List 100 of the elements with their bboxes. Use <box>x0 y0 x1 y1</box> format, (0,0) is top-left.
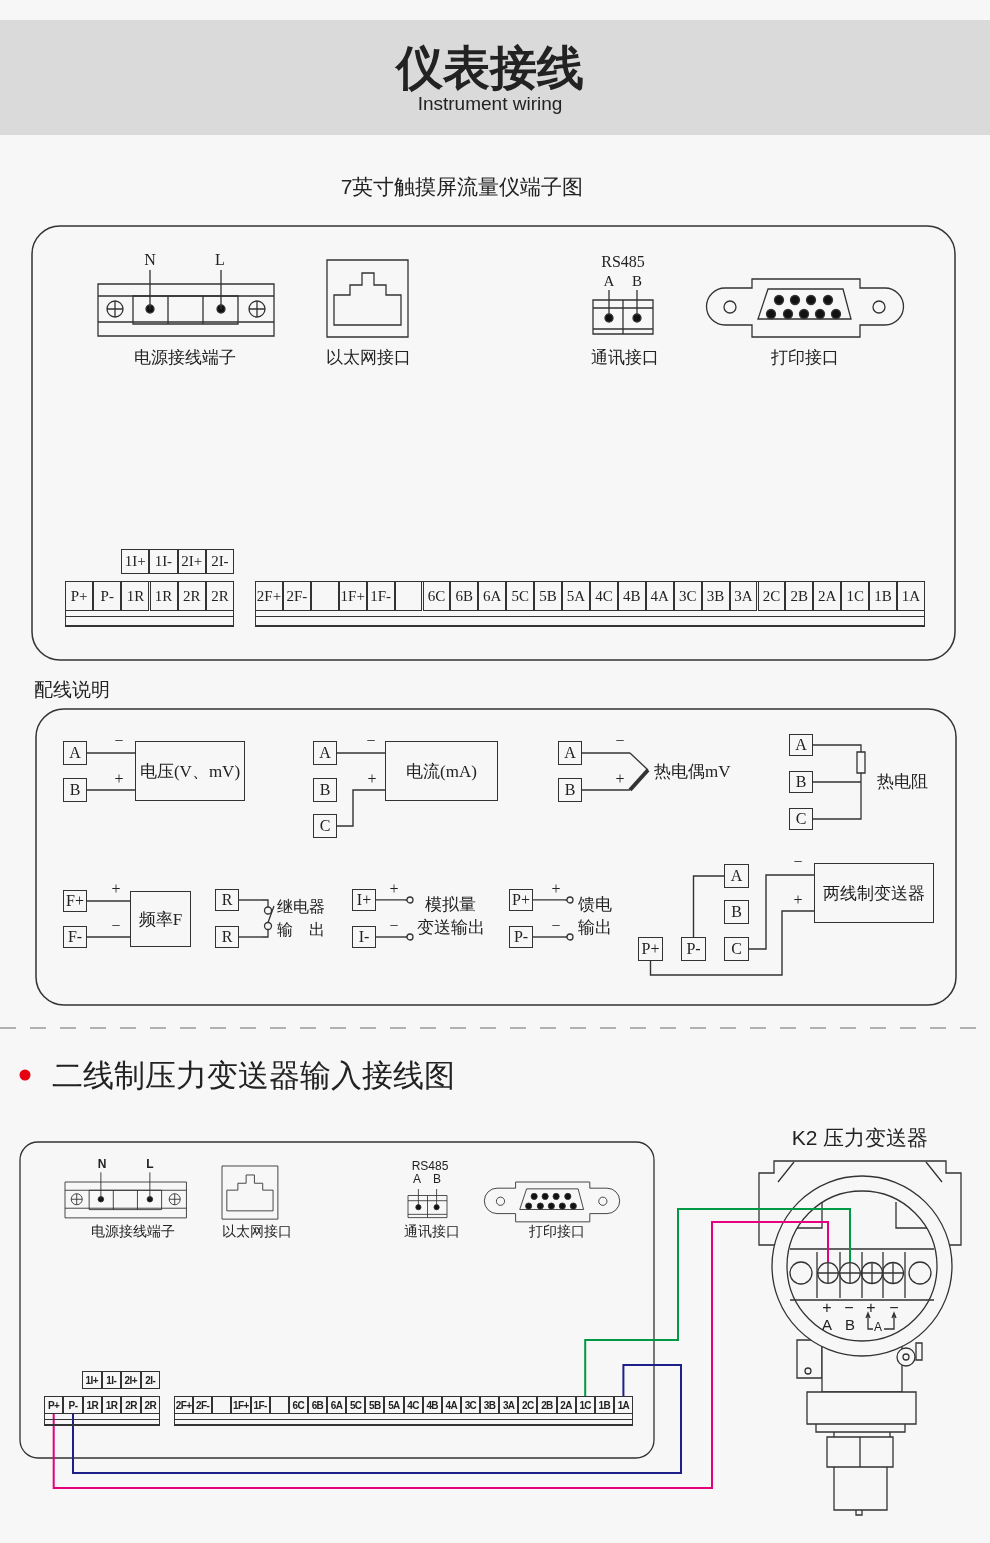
wire <box>812 818 856 820</box>
terminal-label: 1F- <box>366 581 395 611</box>
terminal-label: 4C <box>590 581 618 611</box>
text-label: 二线制压力变送器输入接线图 <box>52 1058 455 1094</box>
terminal-label: 1F+ <box>338 581 367 611</box>
terminal-label: 2I+ <box>121 1371 141 1389</box>
terminal-label: P- <box>93 581 122 611</box>
terminal-box: B <box>313 778 337 802</box>
text-label: B <box>433 1173 441 1187</box>
text-label: − <box>844 1299 854 1317</box>
terminal-box: C <box>724 937 749 961</box>
terminal-label: 6C <box>288 1396 308 1414</box>
text-label: A <box>874 1321 882 1335</box>
terminal-label: 4B <box>617 581 646 611</box>
terminal-box: B <box>789 771 813 793</box>
text-label: + <box>866 1299 876 1317</box>
wire <box>375 899 406 901</box>
device-box: 频率F <box>130 891 191 947</box>
text-label: 以太网接口 <box>222 1224 292 1240</box>
wire <box>584 1208 851 1397</box>
terminal-label: 1B <box>869 581 898 611</box>
wire <box>375 936 406 938</box>
terminal-box: A <box>724 864 749 888</box>
blank-terminal <box>269 1396 289 1414</box>
terminal-label: 3A <box>729 581 758 611</box>
terminal-label: 4A <box>441 1396 461 1414</box>
text-label: + <box>822 1299 832 1317</box>
terminal-box: P- <box>681 937 706 961</box>
terminal-label: 2F- <box>282 581 311 611</box>
terminal-box: R <box>215 926 239 948</box>
text-label: 7英寸触摸屏流量仪端子图 <box>340 175 584 199</box>
terminal-label: 3C <box>673 581 702 611</box>
terminal-label: 3C <box>460 1396 480 1414</box>
terminal-box: F- <box>63 926 87 948</box>
text-label: RS485 <box>411 1160 449 1174</box>
terminal-box: B <box>63 778 87 802</box>
wire <box>812 744 856 746</box>
wire <box>532 936 566 938</box>
text-label: 打印接口 <box>529 1224 585 1240</box>
text-label: L <box>215 251 225 269</box>
wire <box>581 752 631 754</box>
wire <box>86 789 136 791</box>
wire <box>532 899 566 901</box>
terminal-label: 3B <box>480 1396 500 1414</box>
terminal-label: 2R <box>140 1396 160 1414</box>
text-label: RS485 <box>601 253 645 271</box>
terminal-box: I- <box>352 926 376 948</box>
text-label: L <box>146 1158 154 1172</box>
terminal-box: A <box>63 741 87 765</box>
text-label: 电源接线端子 <box>91 1224 175 1240</box>
terminal-label: 5B <box>365 1396 385 1414</box>
terminal-label: 6B <box>450 581 479 611</box>
terminal-label: 2R <box>177 581 206 611</box>
terminal-label: 5A <box>562 581 590 611</box>
terminal-label: 5B <box>534 581 563 611</box>
text-label: 通讯接口 <box>404 1224 460 1240</box>
wire <box>72 1364 682 1474</box>
terminal-label: 3A <box>499 1396 519 1414</box>
wire <box>86 936 131 938</box>
text-label: 打印接口 <box>771 348 839 368</box>
terminal-box: F+ <box>63 890 87 912</box>
terminal-label: 1A <box>897 581 925 611</box>
terminal-box: A <box>789 734 813 756</box>
terminal-label: 3B <box>701 581 730 611</box>
text-label: B <box>845 1316 855 1334</box>
device-box: 电流(mA) <box>385 741 498 801</box>
terminal-label: P+ <box>44 1396 64 1414</box>
terminal-label: 2I+ <box>177 549 206 574</box>
terminal-label: 2C <box>518 1396 538 1414</box>
terminal-box: B <box>558 778 582 802</box>
wire <box>812 781 856 783</box>
wire <box>336 752 386 754</box>
terminal-label: 4C <box>403 1396 423 1414</box>
terminal-label: 1B <box>594 1396 614 1414</box>
terminal-label: 1R <box>82 1396 102 1414</box>
terminal-label: 4B <box>422 1396 442 1414</box>
terminal-box: R <box>215 889 239 911</box>
terminal-label: 1C <box>841 581 870 611</box>
terminal-box: A <box>313 741 337 765</box>
wire <box>238 899 263 901</box>
text-label: 电源接线端子 <box>134 348 236 368</box>
terminal-label: 2B <box>785 581 814 611</box>
terminal-label: 1C <box>575 1396 595 1414</box>
wire <box>336 789 386 827</box>
terminal-screw <box>817 1262 839 1284</box>
text-label: 配线说明 <box>34 679 110 701</box>
text-label: Instrument wiring <box>417 93 563 115</box>
terminal-label: 2R <box>121 1396 141 1414</box>
title: 仪表接线 <box>396 42 584 94</box>
terminal-box: A <box>558 741 582 765</box>
terminal-label: 1R <box>149 581 178 611</box>
text-label: 通讯接口 <box>591 348 659 368</box>
terminal-label: 2F+ <box>255 581 283 611</box>
text-label: A <box>603 272 615 290</box>
terminal-label: 2R <box>205 581 234 611</box>
text-label: N <box>97 1158 107 1172</box>
terminal-box: I+ <box>352 889 376 911</box>
wire <box>238 936 263 938</box>
text-label: 以太网接口 <box>325 348 411 368</box>
terminal-label: 6A <box>478 581 507 611</box>
